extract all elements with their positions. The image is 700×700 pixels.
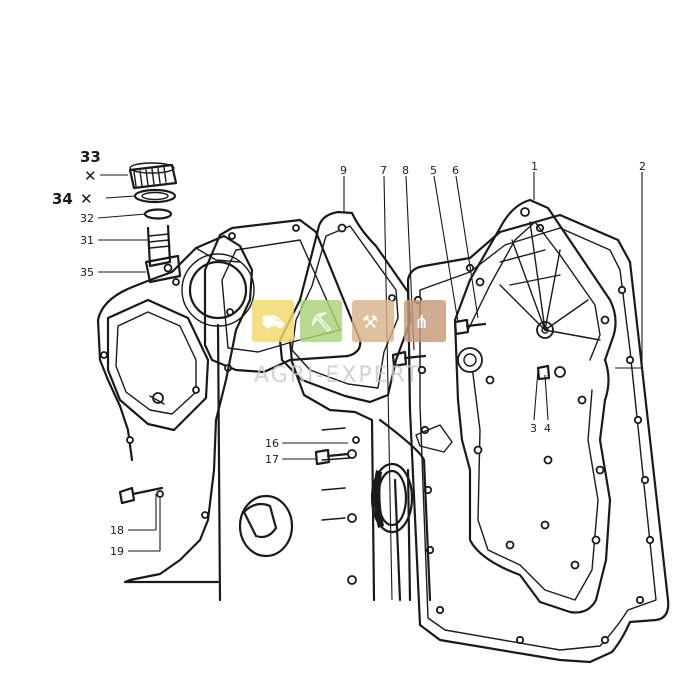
gasket-bolt-holes [413, 223, 655, 645]
callout-7: 7 [380, 164, 387, 177]
crank-seal-cover [238, 494, 294, 558]
shaft-assembly [128, 162, 182, 284]
callout-labels: 1 2 3 4 5 6 7 8 9 16 17 18 19 31 32 35 3… [52, 148, 646, 558]
watermark-tile-tractor [252, 300, 294, 342]
callout-1: 1 [531, 160, 538, 173]
callout-33-mark: ✕ [84, 167, 97, 185]
watermark-tile-tools [352, 300, 394, 342]
front-plate [216, 323, 432, 602]
callout-31: 31 [80, 234, 94, 247]
callout-19: 19 [110, 545, 124, 558]
callout-18: 18 [110, 524, 124, 537]
middle-gasket [278, 210, 412, 404]
callout-4: 4 [544, 422, 551, 435]
tractor-icon: ⛟ [262, 312, 285, 333]
watermark-tile-rake [404, 300, 446, 342]
callout-35: 35 [80, 266, 94, 279]
leader-lines [97, 172, 643, 601]
callout-32: 32 [80, 212, 94, 225]
callout-5: 5 [430, 164, 437, 177]
callout-34: 34 [52, 190, 73, 208]
wheelbarrow-icon: ⛏ [310, 312, 333, 333]
callout-33: 33 [80, 148, 101, 166]
flange-plate [203, 218, 362, 374]
rake-icon: ⋔ [414, 312, 429, 333]
watermark-tile-wheelbarrow [300, 300, 342, 342]
callout-6: 6 [452, 164, 459, 177]
callout-8: 8 [402, 164, 409, 177]
gasket-outline [406, 213, 670, 664]
callout-16: 16 [265, 437, 279, 450]
callout-2: 2 [639, 160, 646, 173]
callout-9: 9 [340, 164, 347, 177]
timing-cover [453, 198, 617, 614]
watermark: ⛟ ⛏ ⚒ ⋔ AGRI-EXPERT [252, 300, 446, 388]
watermark-text: AGRI-EXPERT [254, 363, 421, 388]
left-housing [96, 234, 255, 584]
bolts [118, 318, 551, 505]
tools-icon: ⚒ [362, 312, 378, 333]
callout-34-mark: ✕ [80, 190, 93, 208]
callout-3: 3 [530, 422, 537, 435]
cover-ribs [499, 221, 601, 341]
oil-seal-ring [370, 462, 414, 534]
callout-17: 17 [265, 453, 279, 466]
